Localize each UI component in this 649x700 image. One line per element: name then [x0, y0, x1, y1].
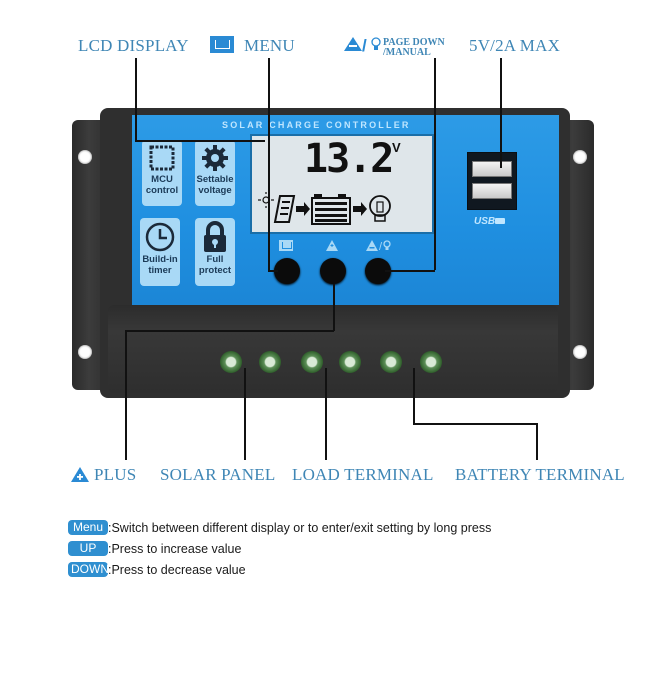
battery-terminal-label: BATTERY TERMINAL — [455, 465, 625, 484]
terminal-screw[interactable] — [220, 351, 242, 373]
menu-button[interactable] — [274, 258, 300, 284]
lcd-energy-flow-icon — [258, 192, 391, 225]
device-title: SOLAR CHARGE CONTROLLER — [222, 120, 411, 130]
slash-separator: / — [362, 36, 367, 55]
terminal-screw[interactable] — [420, 351, 442, 373]
legend-text: :Switch between different display or to … — [108, 520, 492, 535]
legend-row-menu: Menu :Switch between different display o… — [68, 520, 491, 535]
mounting-hole — [78, 345, 92, 359]
triangle-minus-icon — [343, 36, 363, 57]
feature-label: Build-in — [142, 254, 178, 265]
legend-row-up: UP :Press to increase value — [68, 541, 241, 556]
chip-icon — [149, 145, 175, 171]
legend-text: :Press to increase value — [108, 541, 242, 556]
bulb-icon — [371, 36, 381, 57]
feature-label: Full — [206, 254, 224, 265]
legend-row-down: DOWN :Press to decrease value — [68, 562, 246, 577]
feature-mcu-control: MCU control — [142, 140, 182, 206]
plus-label: PLUS — [94, 465, 137, 484]
terminal-screw[interactable] — [259, 351, 281, 373]
terminal-screw[interactable] — [380, 351, 402, 373]
feature-label: protect — [198, 265, 232, 276]
up-button[interactable] — [320, 258, 346, 284]
feature-build-in-timer: Build-in timer — [140, 218, 180, 286]
feature-label: voltage — [198, 185, 232, 196]
feature-label: control — [145, 185, 179, 196]
feature-full-protect: Full protect — [195, 218, 235, 286]
usb-logo: USB — [474, 216, 496, 227]
mounting-hole — [573, 150, 587, 164]
menu-label: MENU — [244, 36, 295, 55]
lock-icon — [204, 221, 226, 252]
svg-text:/: / — [379, 241, 383, 252]
triangle-plus-icon — [326, 240, 338, 251]
usb-max-label: 5V/2A MAX — [469, 36, 561, 55]
down-key-badge: DOWN — [68, 562, 109, 577]
gear-icon — [202, 145, 228, 171]
feature-label: Settable — [196, 174, 234, 185]
menu-key-badge: Menu — [68, 520, 108, 535]
legend-text: :Press to decrease value — [108, 562, 246, 577]
terminal-screw[interactable] — [301, 351, 323, 373]
usb-plug-icon — [495, 218, 505, 224]
clock-icon — [145, 222, 175, 252]
lcd-display: 13.2 V — [250, 134, 434, 234]
page-down-label: PAGE DOWN — [383, 37, 445, 48]
triangle-plus-icon — [71, 467, 89, 482]
manual-label: /MANUAL — [383, 47, 431, 58]
feature-label: timer — [148, 265, 172, 276]
lcd-display-label: LCD DISPLAY — [78, 36, 189, 55]
load-terminal-label: LOAD TERMINAL — [292, 465, 434, 484]
triangle-minus-bulb-icon: / — [366, 240, 391, 252]
feature-settable-voltage: Settable voltage — [195, 140, 235, 206]
usb-port[interactable] — [467, 152, 517, 210]
lcd-voltage-value: 13.2 — [304, 136, 394, 182]
menu-button-icon — [279, 240, 293, 251]
feature-label: MCU — [151, 174, 173, 185]
terminal-screw[interactable] — [339, 351, 361, 373]
up-key-badge: UP — [68, 541, 108, 556]
mounting-hole — [573, 345, 587, 359]
solar-panel-label: SOLAR PANEL — [160, 465, 276, 484]
menu-icon — [210, 36, 234, 53]
mounting-hole — [78, 150, 92, 164]
lcd-voltage-unit: V — [392, 140, 401, 155]
